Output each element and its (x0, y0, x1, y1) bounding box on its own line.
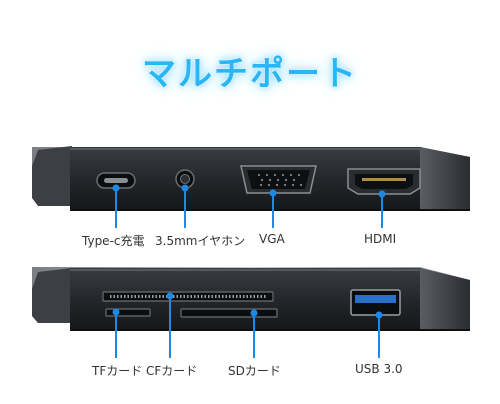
cf-card-slot (102, 291, 274, 302)
usb3-port (350, 289, 401, 316)
vga-port (240, 165, 317, 194)
sd-card-slot (180, 308, 278, 318)
hub-bottom-view (32, 267, 470, 358)
label-usb-c: Type-c充電 (82, 234, 145, 248)
label-audio-jack: 3.5mmイヤホン (155, 234, 246, 248)
label-cf-card: CFカード (146, 364, 198, 378)
page-title: マルチポート (142, 54, 358, 94)
label-vga: VGA (259, 232, 285, 246)
usb-c-port (96, 172, 136, 189)
hdmi-port (347, 168, 421, 195)
label-tf-card: TFカード (92, 364, 143, 378)
label-hdmi: HDMI (364, 232, 397, 246)
label-usb3: USB 3.0 (355, 362, 403, 376)
label-sd-card: SDカード (228, 364, 281, 378)
hub-top-view (32, 146, 470, 228)
